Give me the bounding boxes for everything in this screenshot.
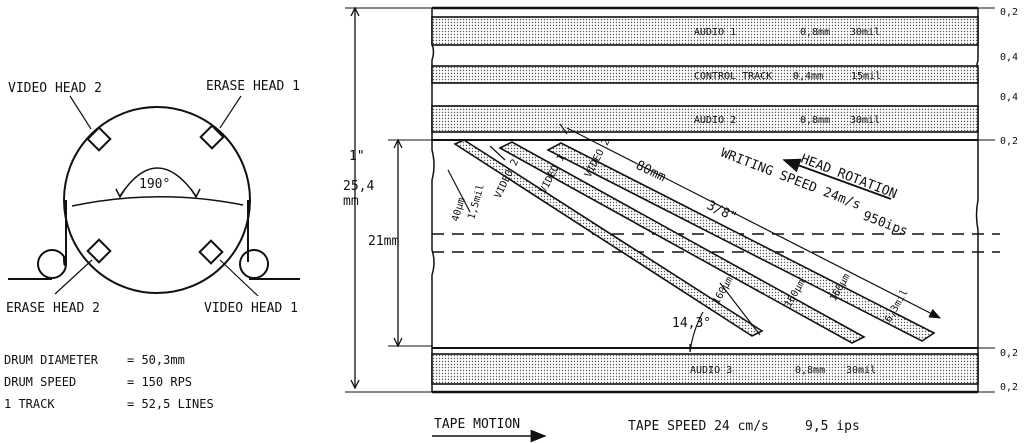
- spec-value-1: = 150 RPS: [127, 375, 192, 389]
- audio-3-width: 0,8mm: [795, 365, 825, 376]
- head-drum: [8, 95, 300, 297]
- audio-1-width: 0,8mm: [800, 27, 830, 38]
- erase-head-2-label: ERASE HEAD 2: [6, 301, 100, 316]
- control-track-name: CONTROL TRACK: [694, 71, 772, 82]
- wrap-angle-label: 190°: [139, 177, 170, 192]
- video-head-2-marker: [86, 126, 112, 152]
- tape-ips-label: 9,5 ips: [805, 419, 860, 434]
- wrap-angle-line: [71, 196, 244, 207]
- right-dim-4: 0,2: [1000, 348, 1018, 359]
- audio-2-name: AUDIO 2: [694, 115, 736, 126]
- spec-name-2: 1 TRACK: [4, 397, 55, 411]
- audio-1-mil: 30mil: [850, 27, 880, 38]
- audio-3-name: AUDIO 3: [690, 365, 732, 376]
- tape-strip: [431, 6, 1000, 394]
- slant-track-video-1: [498, 141, 866, 344]
- erase-head-1-label: ERASE HEAD 1: [206, 79, 300, 94]
- erase-head-1-marker: [199, 124, 225, 150]
- guard-mil: 1,5mil: [466, 183, 487, 221]
- audio-1-name: AUDIO 1: [694, 27, 736, 38]
- audio-3-band: [431, 353, 979, 385]
- tape-speed-label: TAPE SPEED 24 cm/s: [628, 419, 769, 434]
- slant-track-video-2b: [546, 142, 936, 342]
- video-head-1-label: VIDEO HEAD 1: [204, 301, 298, 316]
- video-head-1-marker: [198, 239, 224, 265]
- right-dim-2: 0,4: [1000, 92, 1018, 103]
- tape-width-mm-a: 25,4: [343, 179, 374, 194]
- guard-um: 40μm: [450, 197, 467, 223]
- control-track-width: 0,4mm: [793, 71, 823, 82]
- audio-2-band: [431, 105, 979, 133]
- tape-path: [8, 200, 300, 280]
- right-dim-0: 0,2: [1000, 7, 1018, 18]
- tape-motion-label: TAPE MOTION: [434, 417, 520, 432]
- writing-ips: 950ips: [861, 209, 910, 240]
- wrap-angle-arc: [119, 167, 197, 197]
- slant-tracks: [453, 139, 936, 344]
- audio-1-band: [431, 16, 979, 46]
- audio-2-width: 0,8mm: [800, 115, 830, 126]
- right-dim-1: 0,4: [1000, 52, 1018, 63]
- track-angle: 14,3°: [672, 316, 711, 331]
- spec-name-1: DRUM SPEED: [4, 375, 76, 389]
- erase-head-2-marker: [86, 238, 112, 264]
- video-head-2-label: VIDEO HEAD 2: [8, 81, 102, 96]
- control-track-band: [431, 65, 979, 84]
- video-area-width: 21mm: [368, 234, 399, 249]
- control-track-mil: 15mil: [851, 71, 881, 82]
- tape-width-mm-b: mm: [343, 194, 359, 209]
- audio-3-mil: 30mil: [846, 365, 876, 376]
- spec-name-0: DRUM DIAMETER: [4, 353, 99, 367]
- guide-roller-right: [239, 249, 269, 279]
- track-length-mm: 80mm: [633, 158, 668, 185]
- right-dim-5: 0,2: [1000, 382, 1018, 393]
- right-dim-3: 0,2: [1000, 136, 1018, 147]
- track-width-0: 160μm: [711, 275, 736, 307]
- guide-roller-left: [37, 249, 67, 279]
- spec-value-2: = 52,5 LINES: [127, 397, 214, 411]
- tape-width-inch: 1": [349, 149, 365, 164]
- slant-track-video-2a: [453, 139, 764, 337]
- audio-2-mil: 30mil: [850, 115, 880, 126]
- spec-value-0: = 50,3mm: [127, 353, 185, 367]
- drum-circle: [63, 106, 251, 294]
